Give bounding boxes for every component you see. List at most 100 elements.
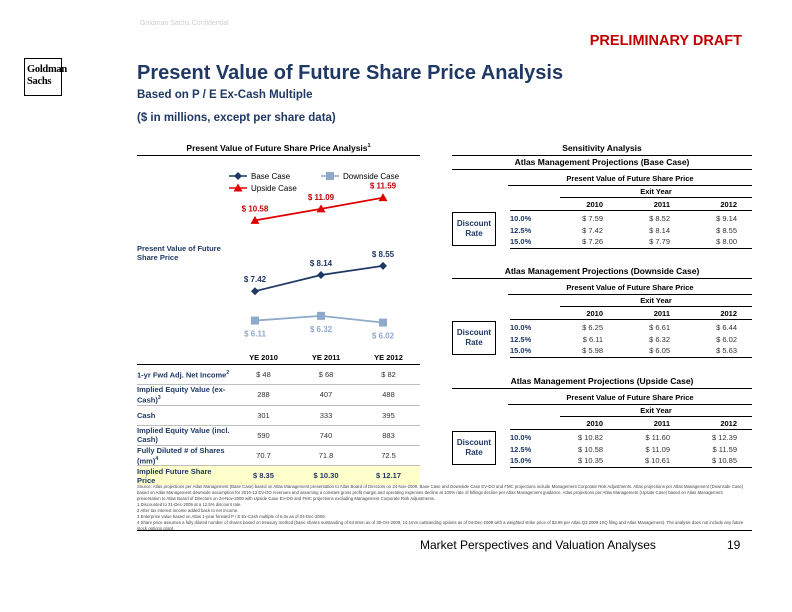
year-rule — [510, 429, 752, 430]
table-row-diluted-shares: Fully Diluted # of Shares (mm)4 70.7 71.… — [137, 445, 420, 466]
sens-value: $ 5.63 — [716, 346, 737, 355]
footnote-4: 4 Share price assumes a fully diluted nu… — [137, 520, 744, 531]
footer-rule — [137, 530, 752, 531]
row-label: Implied Future Share Price — [137, 466, 212, 485]
cell: 72.5 — [357, 445, 420, 466]
data-label: $ 7.42 — [244, 275, 267, 284]
discount-rate-10.0%: 10.0% — [510, 214, 532, 223]
page-number: 19 — [727, 538, 741, 552]
footnote-2: 2 After tax interest income added back t… — [137, 508, 239, 513]
discount-rate-10.0%: 10.0% — [510, 433, 532, 442]
cell: 301 — [232, 405, 295, 426]
cell: 70.7 — [232, 445, 295, 466]
preliminary-draft-label: PRELIMINARY DRAFT — [589, 33, 742, 49]
year-col-2012: 2012 — [720, 419, 737, 428]
sens-value: $ 7.79 — [649, 237, 670, 246]
legend-label: Upside Case — [251, 184, 297, 193]
data-label: $ 11.09 — [308, 193, 335, 202]
sens-value: $ 11.59 — [712, 444, 737, 454]
cell: 395 — [357, 405, 420, 426]
series-line — [254, 264, 384, 293]
year-rule — [510, 210, 752, 211]
discount-rate-box: Discount Rate — [452, 321, 496, 355]
goldman-sachs-logo: Goldman Sachs — [24, 58, 67, 96]
data-label: $ 6.11 — [244, 330, 266, 339]
row-footnote: 4 — [155, 455, 159, 462]
data-point — [379, 318, 387, 327]
sens-value: $ 8.14 — [649, 225, 670, 235]
legend-marker — [326, 172, 334, 180]
discount-rate-10.0%: 10.0% — [510, 323, 532, 332]
discount-rate-15.0%: 15.0% — [510, 456, 532, 465]
pv-label: Present Value of Future Share Price — [508, 393, 752, 405]
sens-value: $ 12.39 — [711, 433, 737, 442]
sens-value: $ 11.60 — [645, 433, 670, 442]
cell: 333 — [294, 405, 358, 426]
exit-year-rule — [560, 416, 752, 417]
table-row-net-income: 1-yr Fwd Adj. Net Income2 $ 48 $ 68 $ 82 — [137, 364, 420, 385]
left-section-title-footnote: 1 — [367, 143, 371, 150]
year-col-2011: 2011 — [653, 309, 670, 318]
data-point — [251, 287, 259, 296]
row-label: Implied Equity Value (ex-Cash) — [137, 385, 226, 405]
cell: $ 10.30 — [294, 465, 358, 485]
units-note: ($ in millions, except per share data) — [137, 112, 336, 124]
table-row-equity-ex-cash: Implied Equity Value (ex-Cash)3 288 407 … — [137, 384, 420, 406]
sens-value: $ 11.09 — [645, 444, 670, 454]
sens-value: $ 6.02 — [716, 334, 737, 344]
row-footnote: 2 — [226, 370, 230, 377]
sens-value: $ 7.42 — [582, 225, 603, 235]
cell: $ 68 — [294, 364, 358, 385]
confidential-watermark: Goldman Sachs Confidential — [140, 20, 229, 27]
discount-rate-12.5%: 12.5% — [510, 444, 532, 454]
cell: $ 48 — [232, 364, 295, 385]
sens-value: $ 9.14 — [716, 214, 737, 223]
legend-marker — [233, 183, 243, 192]
exit-year-label: Exit Year — [640, 406, 672, 415]
sens-value: $ 5.98 — [582, 346, 603, 355]
cell: 590 — [232, 425, 295, 446]
logo-line-2: Sachs — [27, 75, 52, 87]
data-label: $ 8.55 — [372, 250, 395, 259]
row-label: 1-yr Fwd Adj. Net Income — [137, 370, 227, 380]
data-label: $ 6.32 — [310, 325, 333, 334]
data-label: $ 6.02 — [372, 332, 395, 341]
legend-marker — [234, 172, 242, 180]
sens-value: $ 7.59 — [582, 214, 603, 223]
table-row-cash: Cash 301 333 395 — [137, 405, 420, 426]
sens-value: $ 6.61 — [649, 323, 670, 332]
year-col-2011: 2011 — [653, 419, 670, 428]
data-point — [251, 316, 259, 325]
row-label: Fully Diluted # of Shares (mm) — [137, 445, 225, 465]
cell: 71.8 — [294, 445, 358, 466]
year-col-2010: 2010 — [586, 309, 603, 318]
cell: $ 12.17 — [357, 465, 420, 485]
discount-rate-15.0%: 15.0% — [510, 237, 532, 246]
sens-value: $ 10.85 — [711, 456, 737, 465]
row-label: Implied Equity Value (incl. Cash) — [137, 426, 230, 444]
data-point — [378, 193, 388, 202]
row-footnote: 3 — [157, 395, 161, 401]
data-point — [317, 311, 325, 320]
discount-rate-15.0%: 15.0% — [510, 346, 532, 355]
year-col-2011: 2011 — [653, 200, 670, 209]
sens-value: $ 10.35 — [577, 456, 603, 465]
cell: 288 — [232, 384, 295, 406]
page-subtitle: Based on P / E Ex-Cash Multiple — [137, 89, 313, 101]
sens-value: $ 6.32 — [649, 334, 670, 344]
footnote-3: 3 Enterprise value based on Atlas 1-year… — [137, 514, 326, 519]
data-point — [316, 204, 326, 213]
sens-value: $ 8.52 — [649, 214, 670, 223]
sens-value: $ 10.61 — [644, 456, 670, 465]
table-row-implied-share-price: Implied Future Share Price $ 8.35 $ 10.3… — [137, 465, 420, 485]
left-section-header: Present Value of Future Share Price Anal… — [137, 143, 420, 156]
left-section-title: Present Value of Future Share Price Anal… — [186, 143, 368, 153]
legend-label: Downside Case — [343, 172, 400, 181]
row-label: Cash — [137, 410, 156, 420]
pv-label: Present Value of Future Share Price — [508, 283, 752, 295]
sens-table-title: Atlas Management Projections (Upside Cas… — [452, 376, 752, 389]
cell: 883 — [357, 425, 420, 446]
table-row-equity-incl-cash: Implied Equity Value (incl. Cash) 590 74… — [137, 425, 420, 446]
exit-year-rule — [560, 197, 752, 198]
sens-value: $ 7.26 — [582, 237, 603, 246]
